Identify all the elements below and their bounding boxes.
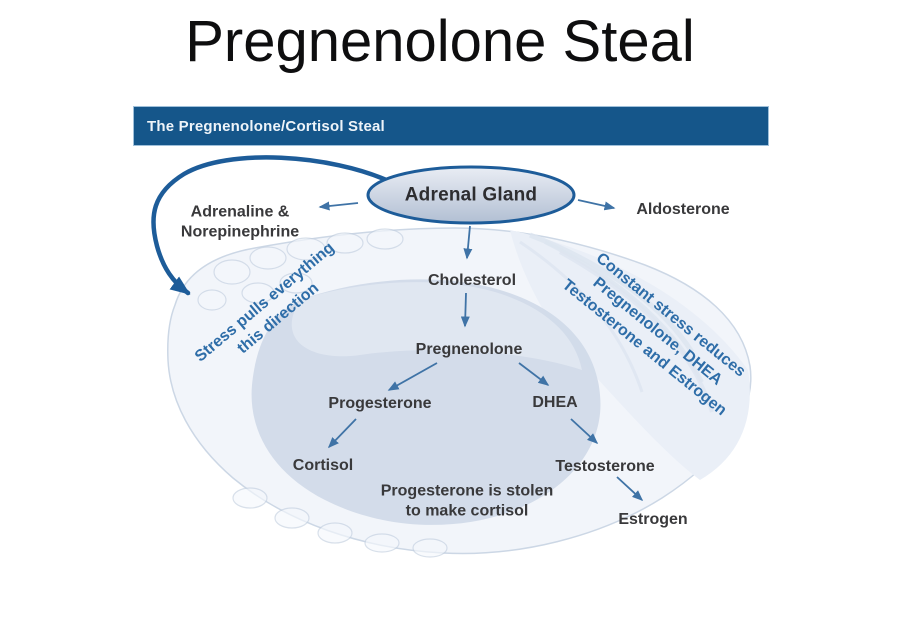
node-adrenaline-norepinephrine: Adrenaline & Norepinephrine (180, 203, 300, 240)
node-cholesterol: Cholesterol (427, 272, 517, 290)
node-estrogen: Estrogen (618, 511, 688, 529)
stress-loop-arrow (151, 155, 394, 296)
arrow-dhea-to-testosterone (570, 418, 599, 445)
panel-header: The Pregnenolone/Cortisol Steal (133, 106, 769, 146)
arrow-adrenal-to-aldosterone (577, 199, 616, 211)
arrow-progesterone-to-cortisol (327, 418, 357, 449)
node-progesterone: Progesterone (328, 395, 432, 413)
arrow-testosterone-to-estrogen (616, 476, 644, 502)
page-title: Pregnenolone Steal (185, 9, 695, 74)
arrow-adrenal-to-adrenaline (318, 201, 359, 211)
panel-header-text: The Pregnenolone/Cortisol Steal (147, 117, 385, 135)
gland-background (167, 227, 752, 558)
note-progesterone-stolen: Progesterone is stolen to make cortisol (380, 482, 554, 519)
arrow-pregnenolone-to-progesterone (387, 362, 438, 391)
arrow-cholesterol-to-pregnenolone (460, 292, 470, 328)
arrow-adrenal-to-cholesterol (463, 225, 473, 260)
adrenal-gland-ellipse (366, 165, 576, 225)
arrow-pregnenolone-to-dhea (518, 362, 550, 386)
node-dhea: DHEA (532, 394, 578, 412)
node-cortisol: Cortisol (292, 457, 354, 475)
node-adrenal-gland: Adrenal Gland (404, 184, 538, 206)
node-aldosterone: Aldosterone (636, 201, 730, 219)
node-testosterone: Testosterone (555, 458, 655, 476)
node-pregnenolone: Pregnenolone (415, 341, 523, 359)
